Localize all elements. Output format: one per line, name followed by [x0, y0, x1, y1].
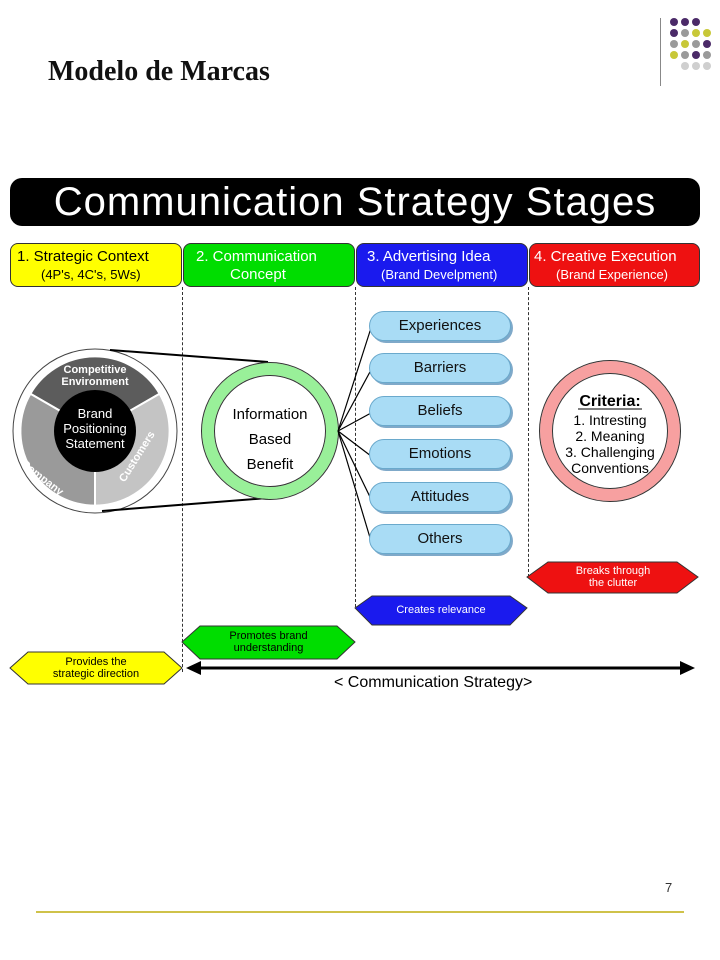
- stage-communication-concept-title: 2. Communication: [196, 248, 317, 265]
- stage-advertising-idea: 3. Advertising Idea (Brand Develpment): [356, 243, 528, 287]
- decorative-dots: [670, 18, 716, 78]
- outcome-hex-execution: [526, 561, 699, 594]
- stage-advertising-idea-subtitle: (Brand Develpment): [381, 267, 498, 282]
- outcome-line: Provides the: [65, 656, 127, 668]
- wheel-center: [54, 390, 136, 472]
- concept-line: Information: [232, 406, 308, 423]
- wheel-center-line: Statement: [65, 436, 125, 451]
- outcome-execution-text: Breaks through the clutter: [548, 565, 678, 589]
- stage-creative-execution-subtitle: (Brand Experience): [556, 267, 668, 282]
- stage-advertising-idea-title: 3. Advertising Idea: [367, 248, 491, 265]
- brand-wheel: [12, 348, 178, 514]
- wheel-center-line: Brand: [77, 406, 113, 421]
- criteria-item: 1. Intresting: [573, 412, 647, 428]
- funnel-line: [101, 497, 269, 512]
- criteria-circle: [540, 361, 680, 501]
- stage-creative-execution-title: 4. Creative Execution: [534, 248, 677, 265]
- outcome-hex-strategic: [9, 651, 183, 685]
- outcome-hex-concept: [181, 625, 356, 660]
- outcome-hex-idea: [354, 595, 528, 626]
- footer-line: [36, 911, 684, 913]
- strategy-arrow: [186, 661, 695, 675]
- concept-circle: [202, 363, 338, 499]
- stage-strategic-context-subtitle: (4P's, 4C's, 5Ws): [41, 267, 141, 282]
- outcome-strategic-text: Provides the strategic direction: [28, 656, 164, 680]
- column-divider: [355, 287, 356, 607]
- criteria-heading: Criteria:: [579, 393, 641, 410]
- funnel-line: [109, 349, 269, 363]
- idea-pill-emotions: Emotions: [369, 439, 511, 469]
- idea-pill-others: Others: [369, 524, 511, 554]
- wheel-segment-label-competitive: Competitive Environment: [61, 364, 129, 388]
- outcome-line: understanding: [233, 642, 304, 654]
- strategy-arrow-label: < Communication Strategy>: [334, 674, 533, 691]
- column-divider: [182, 287, 183, 672]
- criteria-item: 3. Challenging: [565, 444, 655, 460]
- diagram-banner: Communication Strategy Stages: [10, 178, 700, 226]
- criteria-list: 1. Intresting 2. Meaning 3. Challenging …: [548, 412, 672, 476]
- column-divider: [528, 287, 529, 577]
- idea-pill-attitudes: Attitudes: [369, 482, 511, 512]
- slide-title: Modelo de Marcas: [48, 56, 270, 87]
- outcome-line: Breaks through: [575, 565, 651, 577]
- page-number: 7: [665, 880, 673, 895]
- idea-pill-barriers: Barriers: [369, 353, 511, 383]
- concept-to-pill-lines: [337, 327, 372, 542]
- stage-strategic-context-title: 1. Strategic Context: [17, 248, 149, 265]
- criteria-item: Conventions: [571, 460, 649, 476]
- concept-line: Benefit: [246, 456, 294, 473]
- outcome-idea-text: Creates relevance: [396, 604, 486, 616]
- outcome-line: Promotes brand: [229, 630, 308, 642]
- outcome-line: the clutter: [588, 577, 638, 589]
- wheel-center-text: Brand Positioning Statement: [55, 406, 135, 451]
- concept-circle-text: Information Based Benefit: [215, 402, 325, 477]
- stage-strategic-context: 1. Strategic Context (4P's, 4C's, 5Ws): [10, 243, 182, 287]
- decorative-divider: [660, 18, 661, 86]
- stage-communication-concept: 2. Communication Concept: [183, 243, 355, 287]
- stage-creative-execution: 4. Creative Execution (Brand Experience): [529, 243, 700, 287]
- concept-line: Based: [248, 431, 292, 448]
- idea-pill-experiences: Experiences: [369, 311, 511, 341]
- idea-pill-beliefs: Beliefs: [369, 396, 511, 426]
- criteria-item: 2. Meaning: [575, 428, 645, 444]
- outcome-line: strategic direction: [52, 668, 140, 680]
- outcome-concept-text: Promotes brand understanding: [200, 630, 337, 654]
- wheel-center-line: Positioning: [63, 421, 127, 436]
- stage-communication-concept-subtitle: Concept: [230, 266, 286, 283]
